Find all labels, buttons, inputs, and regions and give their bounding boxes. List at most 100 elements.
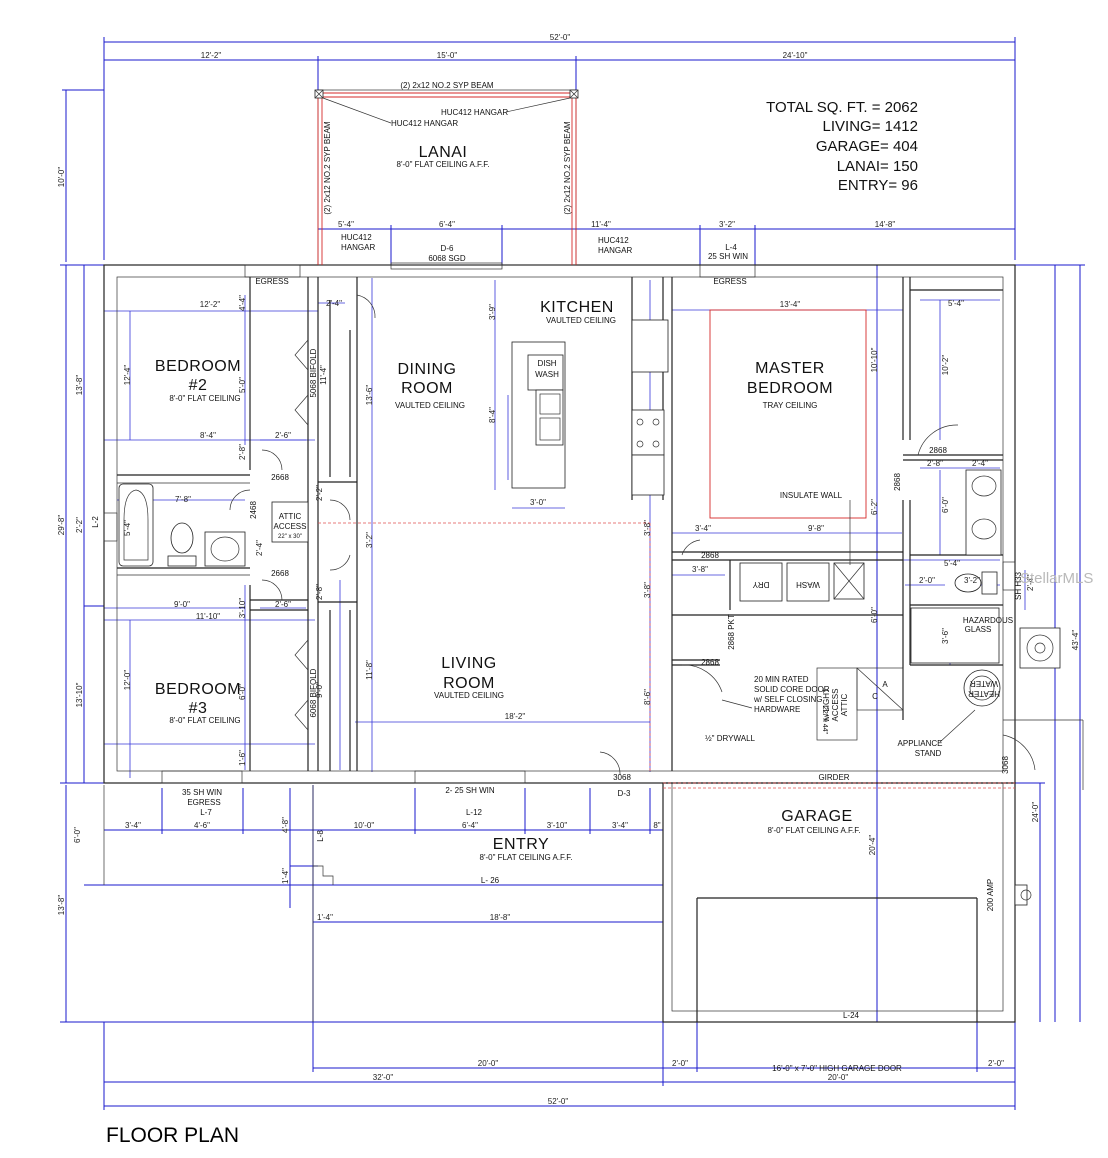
dim-26b: 2'-6" bbox=[275, 600, 291, 609]
dim-84b: 8'-4" bbox=[200, 431, 216, 440]
dim-right-total: 43'-4" bbox=[1071, 630, 1080, 651]
water-heater-2: HEATER bbox=[968, 689, 1000, 698]
dim-bot-200b: 20'-0" bbox=[828, 1073, 849, 1082]
dim-26a: 2'-6" bbox=[275, 431, 291, 440]
door-2668-a: 2668 bbox=[271, 473, 289, 482]
beam-left-label: (2) 2x12 NO.2 SYP BEAM bbox=[323, 121, 332, 215]
dim-24b: 2'-4" bbox=[255, 540, 264, 556]
dim-left-lanai: 10'-0" bbox=[57, 167, 66, 188]
garage-note: 8'-0" FLAT CEILING A.F.F. bbox=[768, 826, 861, 835]
bifold-b2: 5068 BIFOLD bbox=[309, 348, 318, 397]
drywall-label: ½" DRYWALL bbox=[705, 734, 756, 743]
dim-left-entry: 6'-0" bbox=[73, 827, 82, 843]
living-name-2: ROOM bbox=[443, 675, 495, 692]
insulate-wall: INSULATE WALL bbox=[780, 491, 843, 500]
kitchen-name: KITCHEN bbox=[540, 299, 614, 316]
dining-name: DINING bbox=[398, 361, 457, 378]
hangar-right: HANGAR bbox=[598, 246, 632, 255]
dim-32: 3'-2" bbox=[365, 532, 374, 548]
lanai-note: 8'-0" FLAT CEILING A.F.F. bbox=[397, 160, 490, 169]
dim-38c: 3'-8" bbox=[692, 565, 708, 574]
attic-light-4: 22" x 44" bbox=[821, 706, 828, 734]
dim-28b: 2'-8" bbox=[927, 459, 943, 468]
page-title: FLOOR PLAN bbox=[106, 1124, 239, 1147]
attic-access-1: ATTIC bbox=[279, 512, 302, 521]
dim-e188: 18'-8" bbox=[490, 913, 511, 922]
dim-left-bot: 13'-8" bbox=[57, 895, 66, 916]
girder-label: GIRDER bbox=[818, 773, 849, 782]
dim-e14a: 1'-4" bbox=[281, 868, 290, 884]
entry-note: 8'-0" FLAT CEILING A.F.F. bbox=[480, 853, 573, 862]
water-heater-1: WATER bbox=[970, 679, 998, 688]
door-d3: D-3 bbox=[618, 789, 631, 798]
appliance-stand-1: APPLIANCE bbox=[898, 739, 943, 748]
win25-entry: 2- 25 SH WIN bbox=[445, 786, 495, 795]
dim-lanai-b: 6'-4" bbox=[439, 220, 455, 229]
dim-e8: 8" bbox=[653, 821, 660, 830]
attic-access-3: 22" x 30" bbox=[278, 534, 302, 540]
dim-54c: 5'-4" bbox=[944, 559, 960, 568]
hazard-glass-1: HAZARDOUS bbox=[963, 616, 1013, 625]
dim-e34b: 3'-4" bbox=[612, 821, 628, 830]
master-note: TRAY CEILING bbox=[763, 401, 818, 410]
dim-b2-b: 5'-0" bbox=[238, 377, 247, 393]
dim-left-b: 13'-10" bbox=[75, 682, 84, 707]
window-l8: L-8 bbox=[316, 830, 325, 842]
dim-top-b: 15'-0" bbox=[437, 51, 458, 60]
dim-182: 18'-2" bbox=[505, 712, 526, 721]
annotations: (2) 2x12 NO.2 SYP BEAM (2) 2x12 NO.2 SYP… bbox=[91, 81, 1023, 1073]
dim-60b: 6'-0" bbox=[941, 497, 950, 513]
dim-78: 7'-8" bbox=[175, 495, 191, 504]
dim-lanai-d: 3'-2" bbox=[719, 220, 735, 229]
window-25sh: 25 SH WIN bbox=[708, 252, 748, 261]
dim-30: 3'-0" bbox=[530, 498, 546, 507]
bedroom3-note: 8'-0" FLAT CEILING bbox=[169, 716, 240, 725]
total-sqft: TOTAL SQ. FT. = 2062 bbox=[766, 99, 918, 116]
dishwash-2: WASH bbox=[535, 370, 559, 379]
walls bbox=[103, 89, 1084, 1023]
washer-icon bbox=[786, 562, 830, 602]
huc412-left: HUC412 bbox=[341, 233, 372, 242]
beams bbox=[317, 92, 1015, 789]
window-l4: L-4 bbox=[725, 243, 737, 252]
sh-h33: SH H33 bbox=[1014, 571, 1023, 600]
dim-e100: 10'-0" bbox=[354, 821, 375, 830]
beam-top-label: (2) 2x12 NO.2 SYP BEAM bbox=[400, 81, 494, 90]
dim-bot-200: 20'-0" bbox=[478, 1059, 499, 1068]
attic-light-2: ACCESS bbox=[831, 689, 840, 722]
dim-mb-a: 6'-2" bbox=[870, 499, 879, 515]
dim-24d: 2'-4" bbox=[1026, 575, 1035, 591]
attic-light-3: ATTIC bbox=[840, 694, 849, 717]
dim-54b: 5'-4" bbox=[948, 299, 964, 308]
dim-e34: 3'-4" bbox=[125, 821, 141, 830]
dim-118: 11'-8" bbox=[365, 660, 374, 680]
dim-212: 2'-2" bbox=[315, 485, 324, 501]
washer-label: WASH bbox=[796, 580, 820, 589]
dim-b3-h: 12'-0" bbox=[123, 670, 132, 691]
label-l26: L- 26 bbox=[481, 876, 500, 885]
fire-door-3: w/ SELF CLOSING bbox=[753, 695, 822, 704]
appliance-stand-2: STAND bbox=[915, 749, 942, 758]
dim-38b: 3'-8" bbox=[643, 582, 652, 598]
post-markers bbox=[314, 89, 579, 99]
dim-e46: 4'-6" bbox=[194, 821, 210, 830]
pocket-door: 2868 PKT bbox=[727, 614, 736, 650]
door-3068-b: 3068 bbox=[1001, 756, 1010, 774]
door-2868-b: 2868 bbox=[701, 658, 719, 667]
hazard-glass-2: GLASS bbox=[965, 625, 992, 634]
dim-24c: 2'-4" bbox=[972, 459, 988, 468]
dim-90: 9'-0" bbox=[174, 600, 190, 609]
dining-note: VAULTED CEILING bbox=[395, 401, 465, 410]
garage-name: GARAGE bbox=[781, 808, 852, 825]
door-2868-c: 2868 bbox=[929, 446, 947, 455]
dim-1110: 11'-10" bbox=[196, 612, 220, 621]
master-name-2: BEDROOM bbox=[747, 380, 833, 397]
dim-b2-w: 12'-2" bbox=[200, 300, 221, 309]
dim-54: 5'-4" bbox=[123, 520, 132, 536]
garage-door-label: 16'-0" x 7'-0" HIGH GARAGE DOOR bbox=[772, 1064, 902, 1073]
dimension-lines bbox=[60, 37, 1085, 1110]
ac-unit-icon bbox=[1019, 627, 1061, 669]
entry-sqft: ENTRY= 96 bbox=[838, 177, 918, 194]
dim-84: 8'-4" bbox=[488, 407, 497, 423]
bedroom3-name: BEDROOM bbox=[155, 681, 241, 698]
